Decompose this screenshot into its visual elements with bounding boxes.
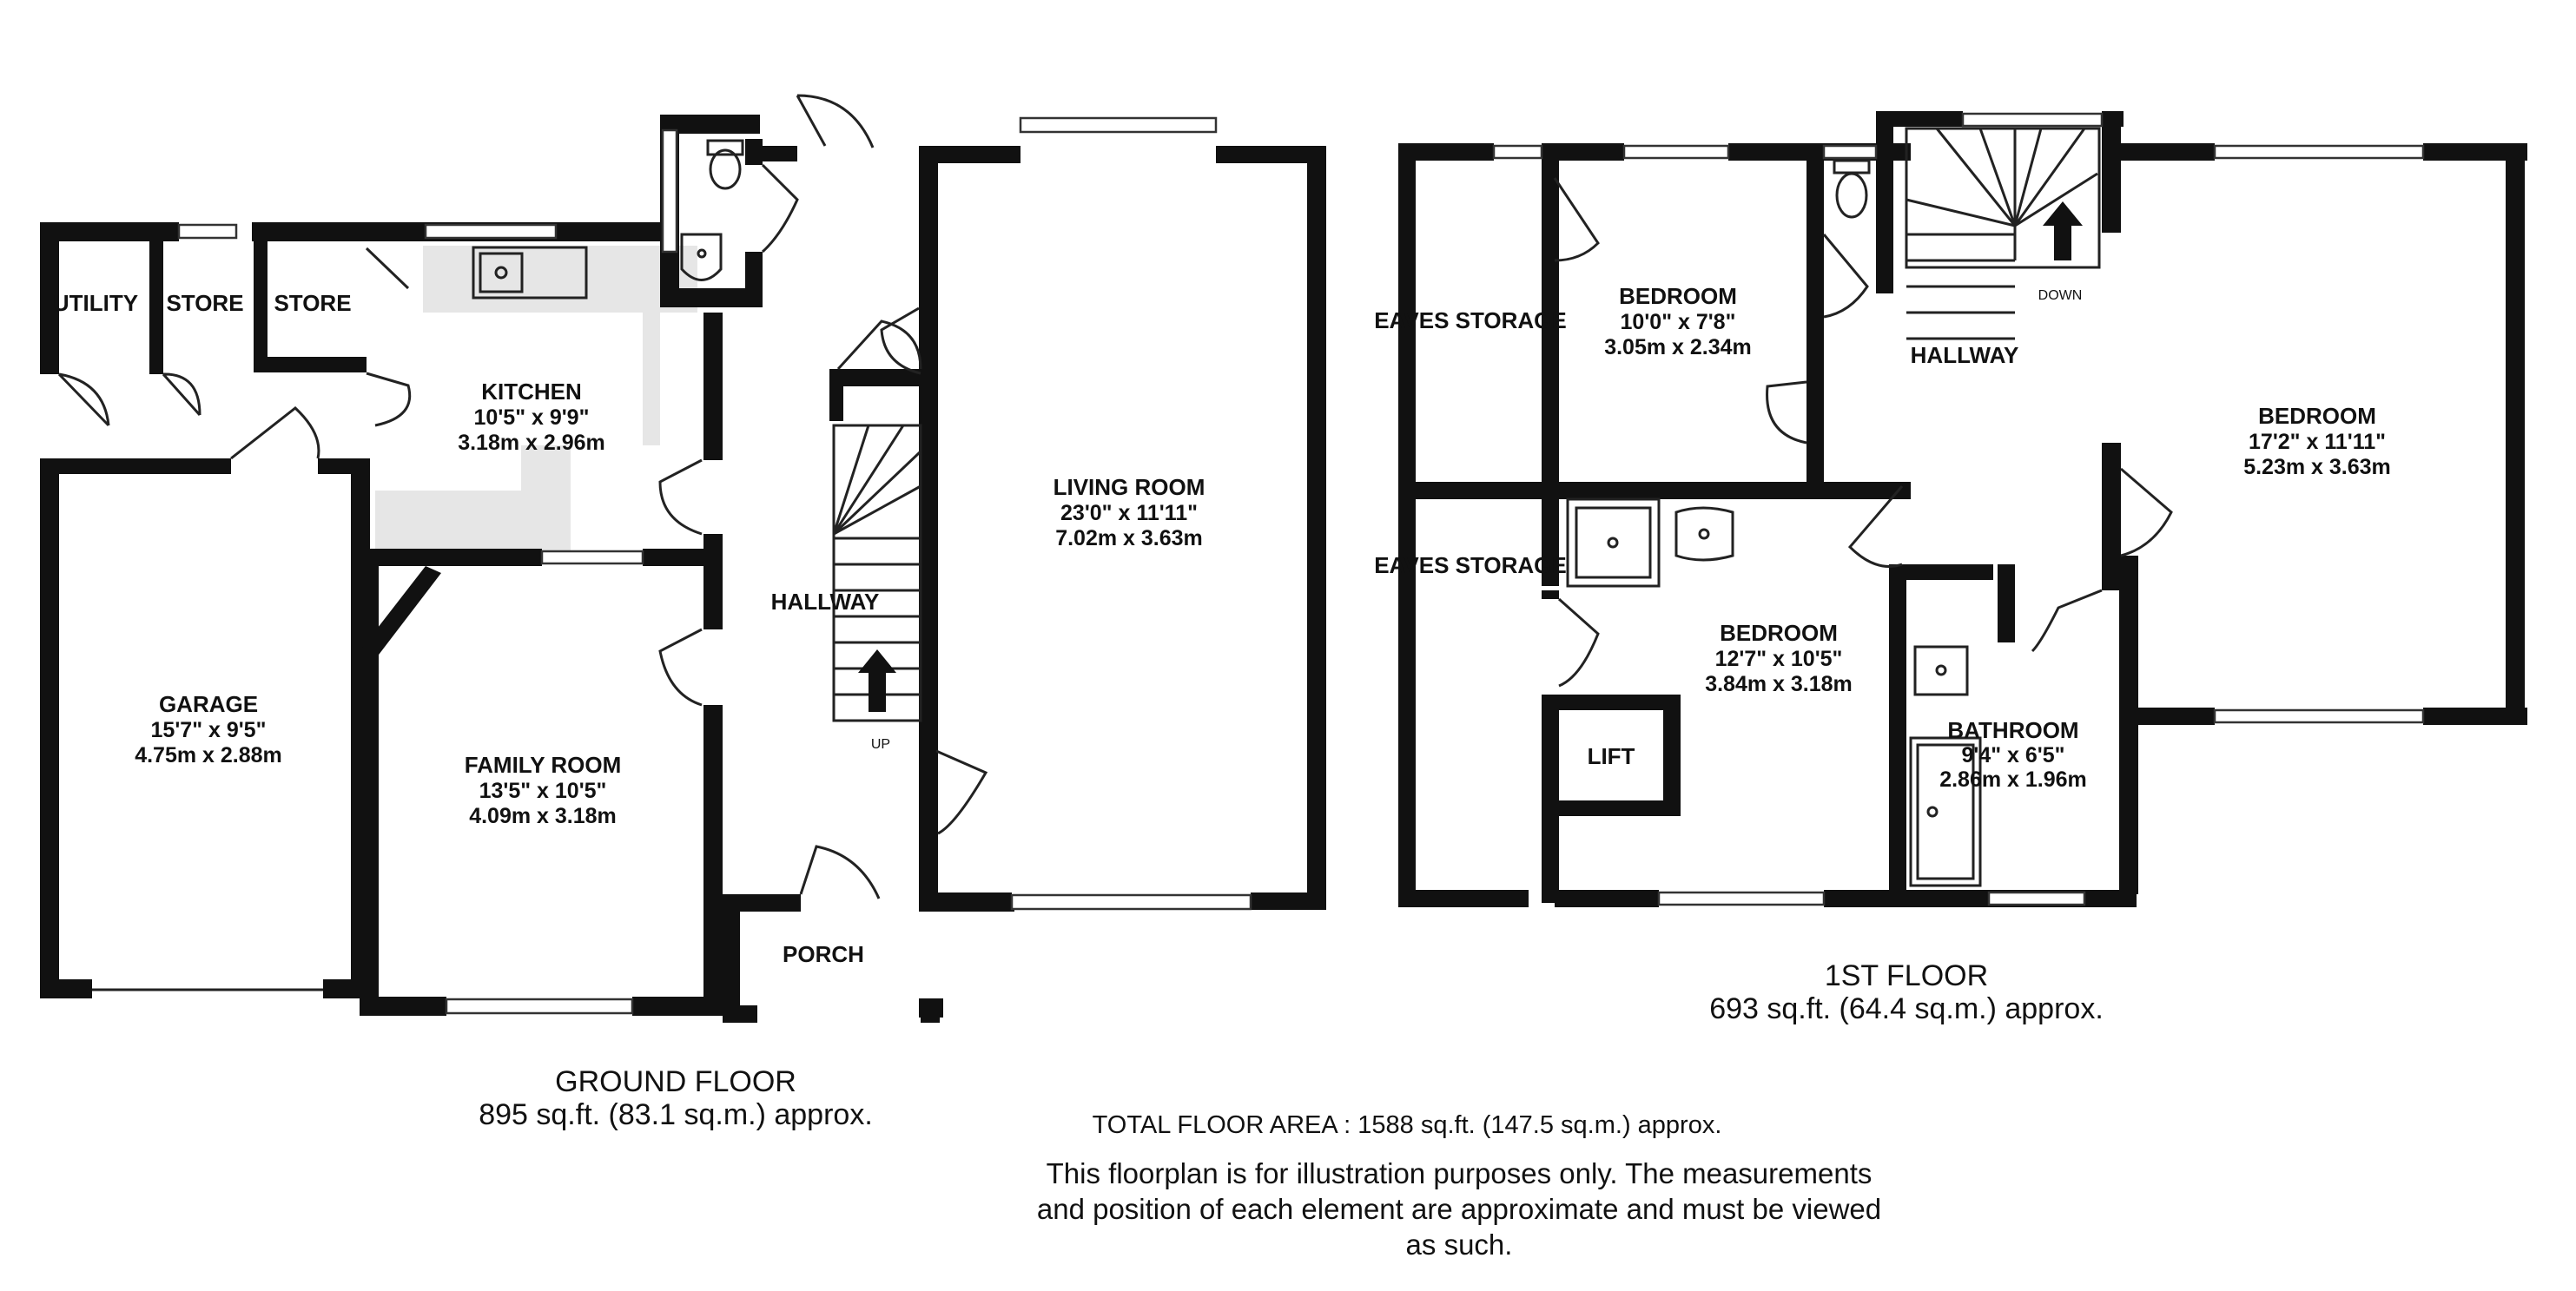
room-kitchen-metric: 3.18m x 2.96m (458, 431, 605, 455)
room-eaves-label: EAVES STORAGE (1374, 552, 1567, 578)
window (424, 223, 558, 240)
window (661, 128, 678, 254)
window (1492, 144, 1543, 160)
window (1961, 112, 2104, 128)
window (1019, 116, 1218, 134)
stairs-arrow-icon (858, 649, 896, 712)
toilet-icon (1833, 159, 1871, 219)
ground-floor-title: GROUND FLOOR (555, 1065, 796, 1098)
room-living-imperial: 23'0" x 11'11" (1060, 501, 1198, 525)
bathroom-basin-icon (1913, 645, 1969, 696)
window (1987, 891, 2086, 906)
door-swings (57, 94, 988, 899)
shower-icon (1566, 497, 1661, 588)
disclaimer-line: and position of each element are approxi… (1037, 1193, 1881, 1225)
room-bedroom-metric: 5.23m x 3.63m (2243, 455, 2391, 479)
room-bedroom-metric: 3.84m x 3.18m (1705, 672, 1853, 696)
basin-icon (1674, 506, 1734, 562)
disclaimer-line: as such. (1406, 1228, 1513, 1261)
toilet-icon (706, 139, 744, 190)
window (540, 550, 644, 565)
room-bedroom-label: BEDROOM (1619, 283, 1737, 309)
room-bathroom-label: BATHROOM (1947, 717, 2078, 743)
room-family-metric: 4.09m x 3.18m (469, 804, 617, 828)
room-labels: UTILITY STORE STORE KITCHEN 10'5" x 9'9"… (53, 283, 2391, 967)
room-kitchen-imperial: 10'5" x 9'9" (474, 405, 590, 430)
room-garage-label: GARAGE (159, 691, 258, 717)
room-store-label: STORE (274, 290, 351, 316)
room-hallway-label: HALLWAY (1911, 342, 2019, 368)
room-lift-label: LIFT (1588, 743, 1635, 769)
basin-icon (680, 233, 723, 281)
room-bathroom-metric: 2.86m x 1.96m (1939, 767, 2087, 792)
door-swings (1553, 177, 2173, 688)
room-store-label: STORE (166, 290, 243, 316)
room-garage-imperial: 15'7" x 9'5" (151, 718, 267, 742)
room-living-metric: 7.02m x 3.63m (1055, 526, 1203, 550)
room-family-label: FAMILY ROOM (465, 752, 622, 778)
room-living-label: LIVING ROOM (1054, 474, 1205, 500)
total-floor-area: TOTAL FLOOR AREA : 1588 sq.ft. (147.5 sq… (1093, 1111, 1722, 1139)
window (1622, 144, 1730, 160)
window (1657, 891, 1826, 906)
first-floor-area: 693 sq.ft. (64.4 sq.m.) approx. (1709, 992, 2104, 1025)
window (2213, 144, 2425, 160)
room-kitchen-label: KITCHEN (481, 379, 582, 405)
room-utility-label: UTILITY (53, 290, 138, 316)
captions: GROUND FLOOR 895 sq.ft. (83.1 sq.m.) app… (479, 959, 2104, 1261)
room-porch-label: PORCH (783, 941, 864, 967)
room-eaves-label: EAVES STORAGE (1374, 307, 1567, 333)
window (1822, 144, 1878, 160)
room-bedroom-label: BEDROOM (1720, 620, 1838, 646)
stairs-down-label: DOWN (2038, 288, 2083, 303)
stairs-arrow-icon (2043, 201, 2083, 260)
room-bedroom-imperial: 10'0" x 7'8" (1621, 310, 1736, 334)
ground-floor-area: 895 sq.ft. (83.1 sq.m.) approx. (479, 1098, 873, 1131)
room-bedroom-imperial: 17'2" x 11'11" (2249, 430, 2386, 454)
disclaimer-line: This floorplan is for illustration purpo… (1047, 1157, 1873, 1189)
room-family-imperial: 13'5" x 10'5" (479, 779, 607, 803)
room-bedroom-imperial: 12'7" x 10'5" (1715, 647, 1843, 671)
window (445, 998, 634, 1015)
room-bedroom-label: BEDROOM (2258, 403, 2376, 429)
room-garage-metric: 4.75m x 2.88m (135, 743, 282, 767)
window (1010, 893, 1252, 911)
room-bathroom-imperial: 9'4" x 6'5" (1961, 743, 2064, 767)
first-floor-plan (1398, 111, 2527, 907)
window (2213, 708, 2425, 724)
room-hallway-label: HALLWAY (771, 589, 880, 615)
room-bedroom-metric: 3.05m x 2.34m (1604, 335, 1752, 359)
stairs-up-label: UP (871, 737, 890, 752)
first-floor-title: 1ST FLOOR (1825, 959, 1988, 992)
sink-icon (472, 246, 588, 300)
stairs-down (1905, 127, 2101, 340)
ground-floor-plan (40, 94, 1326, 1023)
bath-icon (1909, 736, 1982, 887)
window (177, 223, 238, 240)
